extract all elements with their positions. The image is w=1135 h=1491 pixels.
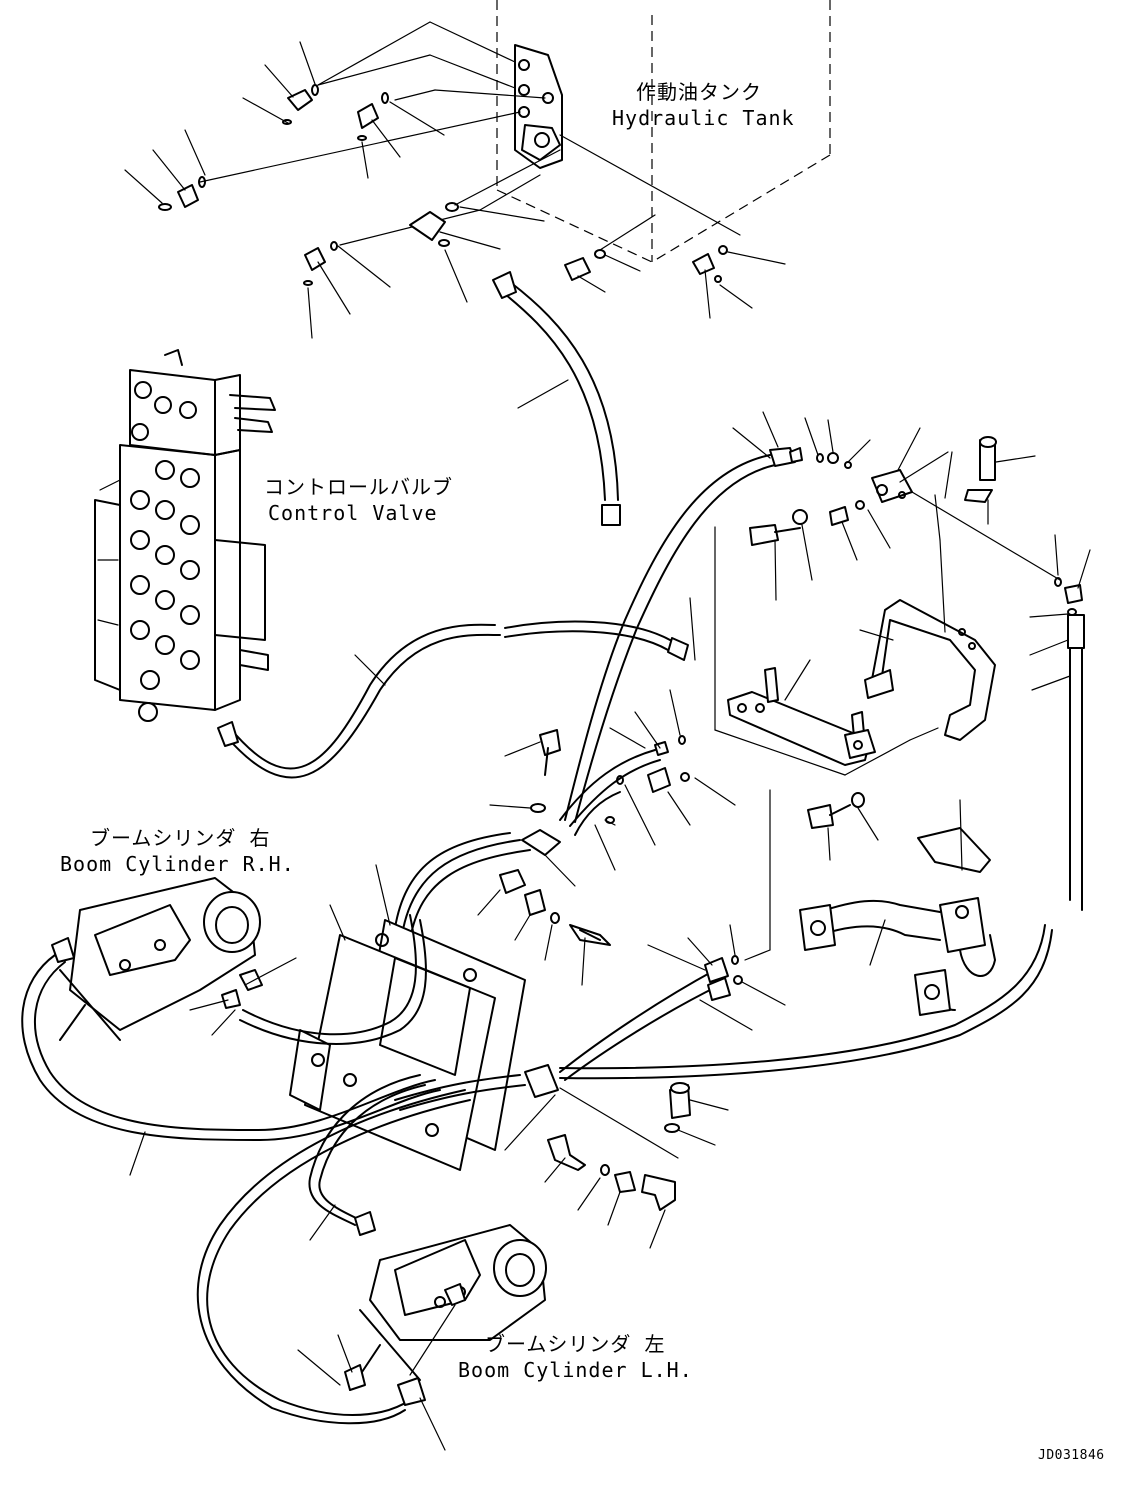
right-vertical-hose xyxy=(1029,534,1091,911)
lower-bolts xyxy=(544,1082,729,1249)
boom-cylinder-rh xyxy=(59,877,297,1041)
hydraulic-tank-label-jp: 作動油タンク xyxy=(636,80,762,104)
upper-hose xyxy=(564,411,796,823)
hydraulic-tank-label-en: Hydraulic Tank xyxy=(612,106,795,130)
tank-fittings xyxy=(124,41,786,339)
tank-flange-plate xyxy=(514,44,563,169)
control-valve-label-jp: コントロールバルブ xyxy=(264,475,453,499)
hose-clamp xyxy=(504,924,1053,1159)
right-hoses xyxy=(559,789,786,1081)
pipe-fitting xyxy=(799,799,996,1016)
valve-spools xyxy=(130,381,200,722)
control-valve-label-en: Control Valve xyxy=(268,501,438,525)
control-valve xyxy=(94,349,276,722)
clamp-bolts xyxy=(477,869,611,986)
tank-leader-lines xyxy=(199,21,741,251)
boom-cylinder-rh-label-jp: ブームシリンダ 右 xyxy=(90,826,271,850)
mid-bolts xyxy=(489,729,879,861)
boom-cylinder-lh xyxy=(349,1224,547,1391)
boom-cylinder-lh-label-en: Boom Cylinder L.H. xyxy=(458,1358,693,1382)
boom-cylinder-rh-label-en: Boom Cylinder R.H. xyxy=(60,852,295,876)
mounting-bracket xyxy=(859,451,996,741)
manifold-block xyxy=(714,526,939,776)
boom-cylinder-lh-label-jp: ブームシリンダ 左 xyxy=(485,1332,666,1356)
hydraulic-tank-outline xyxy=(496,0,831,263)
gasket-hoses xyxy=(239,914,526,1111)
right-upper-fittings xyxy=(749,417,1061,601)
drawing-id: JD031846 xyxy=(1038,1448,1105,1463)
manifold-fittings xyxy=(604,689,736,846)
cv-to-boom-hose xyxy=(217,597,696,779)
boom-lh-hose-loop xyxy=(196,1074,471,1451)
tank-return-hose xyxy=(492,271,621,526)
